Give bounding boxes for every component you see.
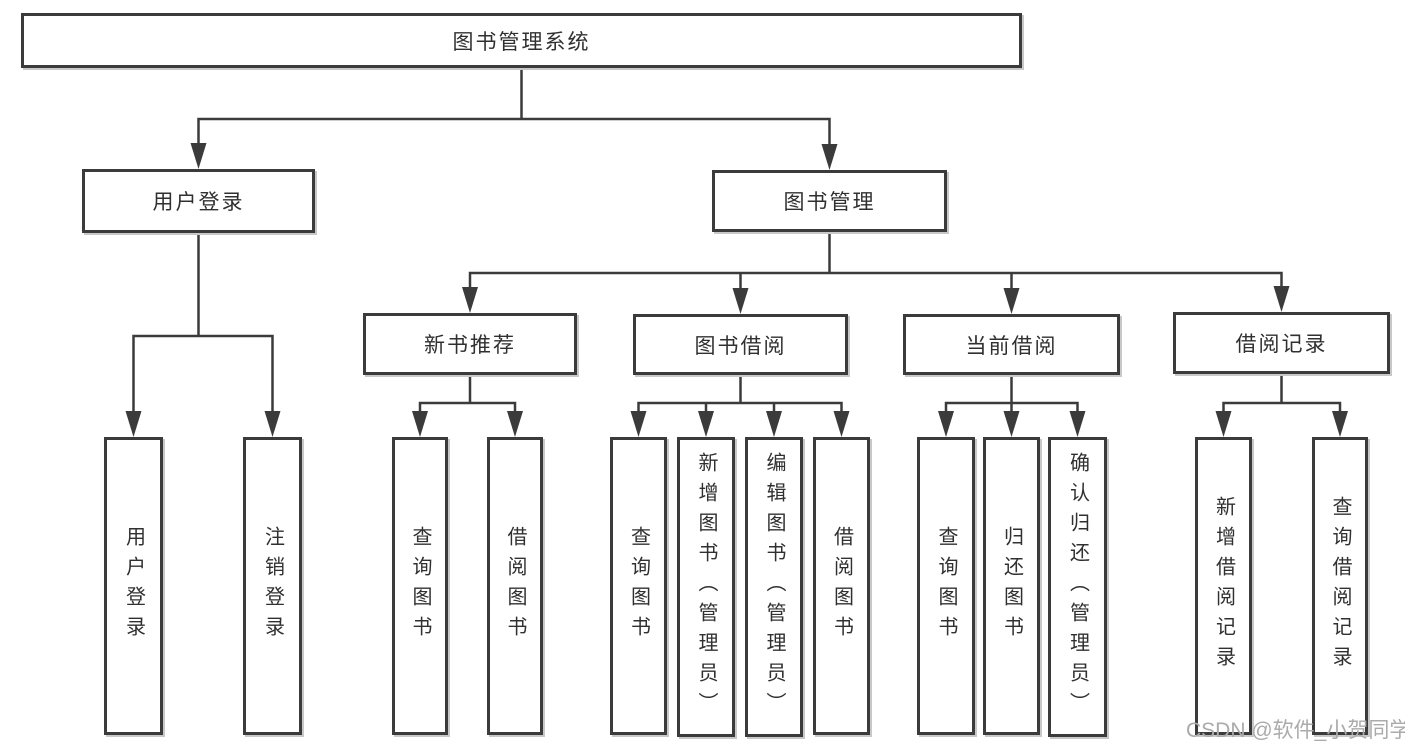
node-bb-edit: 编辑图书（管理员） [745,437,803,737]
node-label-cb-confirm: 确认归还（管理员） [1066,452,1089,722]
node-label-logout: 注销登录 [261,526,284,646]
arrowhead-bb-add [698,411,714,437]
node-label-nbr-query: 查询图书 [409,526,431,646]
node-cb-confirm: 确认归还（管理员） [1048,437,1107,737]
node-label-bb-edit: 编辑图书（管理员） [763,452,785,722]
node-br-add: 新增借阅记录 [1195,437,1252,735]
node-nbr-borrow: 借阅图书 [487,437,543,735]
arrowhead-nbr-borrow [507,411,523,437]
node-bb-borrow: 借阅图书 [813,437,870,735]
connector-current-borrow [944,373,1079,417]
node-label-br-add: 新增借阅记录 [1212,496,1235,676]
csdn-watermark: CSDN @软件_小贺同学 [1186,719,1405,742]
node-nbr-query: 查询图书 [392,437,448,735]
arrowhead-cb-query [938,411,954,437]
node-book-mgmt: 图书管理 [712,170,947,232]
node-label-user-login: 用户登录 [152,191,245,214]
node-bb-add: 新增图书（管理员） [677,437,735,737]
arrowhead-cb-confirm [1069,411,1086,437]
arrowhead-new-book-rec [462,287,478,313]
node-label-borrow-records: 借阅记录 [1235,333,1328,356]
arrowhead-br-query [1332,411,1348,437]
arrowhead-book-mgmt [821,144,838,170]
node-label-br-query: 查询借阅记录 [1329,496,1351,676]
node-cb-return: 归还图书 [983,437,1040,735]
node-label-bb-add: 新增图书（管理员） [695,452,717,722]
arrowhead-bb-borrow [833,411,850,437]
arrowhead-br-add [1215,411,1232,437]
connector-borrow-records [1222,372,1342,417]
node-new-book-rec: 新书推荐 [363,313,577,375]
node-label-cb-query: 查询图书 [935,526,957,646]
node-bb-query: 查询图书 [610,437,667,735]
node-br-query: 查询借阅记录 [1312,437,1368,735]
node-user-login-leaf: 用户登录 [104,437,163,735]
node-cb-query: 查询图书 [917,437,975,735]
node-label-new-book-rec: 新书推荐 [424,334,516,357]
connector-book-borrow [637,373,843,417]
arrowhead-logout [264,411,281,437]
node-label-book-borrow: 图书借阅 [694,334,787,358]
node-label-current-borrow: 当前借阅 [965,334,1058,358]
node-logout: 注销登录 [243,437,302,735]
connector-user-login [132,231,274,417]
node-label-bb-query: 查询图书 [627,526,650,646]
node-label-nbr-borrow: 借阅图书 [504,526,526,646]
node-label-book-mgmt: 图书管理 [783,191,876,214]
arrowhead-user-login [190,143,207,169]
connector-book-mgmt [468,230,1283,294]
arrowhead-book-borrow [732,288,749,314]
arrowhead-bb-edit [766,411,782,437]
node-root: 图书管理系统 [21,13,1022,68]
node-book-borrow: 图书借阅 [633,314,848,375]
node-label-root: 图书管理系统 [452,30,591,54]
node-borrow-records: 借阅记录 [1173,312,1390,374]
arrowhead-cb-return [1003,411,1020,437]
arrowhead-bb-query [630,411,647,437]
node-label-user-login-leaf: 用户登录 [122,526,145,646]
node-current-borrow: 当前借阅 [903,314,1120,375]
node-label-bb-borrow: 借阅图书 [830,526,853,646]
arrowhead-nbr-query [412,411,428,437]
node-label-cb-return: 归还图书 [1000,526,1023,646]
connector-new-book-rec [418,373,517,417]
arrowhead-current-borrow [1003,288,1020,314]
arrowhead-borrow-records [1273,286,1290,312]
node-user-login: 用户登录 [82,169,315,233]
arrowhead-user-login-leaf [125,411,142,437]
connector-root [197,66,831,150]
